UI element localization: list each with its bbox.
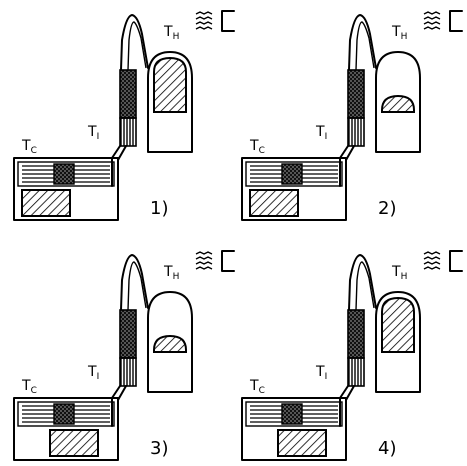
stage-panel-3: TH TI TC 3) — [13, 250, 235, 461]
label-t-hot: TH — [163, 264, 179, 282]
cold-regenerator-block — [53, 403, 75, 425]
heat-source-icon — [195, 10, 235, 32]
label-t-hot: TH — [391, 264, 407, 282]
label-t-inter: TI — [87, 364, 99, 382]
cold-heat-exchanger — [17, 161, 115, 187]
stage-label: 2) — [378, 198, 396, 219]
hot-cylinder — [147, 51, 193, 153]
hot-cylinder — [375, 291, 421, 393]
stage-panel-4: TH TI TC 4) — [241, 250, 463, 461]
hot-cylinder — [375, 51, 421, 153]
cold-chamber — [13, 397, 119, 461]
cold-piston — [277, 429, 327, 457]
regenerator-fins — [120, 118, 134, 146]
cold-heat-exchanger — [245, 401, 343, 427]
hot-piston — [381, 296, 415, 353]
cold-regenerator-block — [281, 403, 303, 425]
label-t-cold: TC — [249, 138, 265, 156]
stage-label: 1) — [150, 198, 168, 219]
label-t-cold: TC — [21, 378, 37, 396]
label-t-cold: TC — [249, 378, 265, 396]
connecting-pipe — [120, 14, 149, 71]
stage-label: 4) — [378, 438, 396, 459]
stage-label: 3) — [150, 438, 168, 459]
cold-piston — [249, 189, 299, 217]
heat-source-icon — [423, 250, 463, 272]
cold-piston — [21, 189, 71, 217]
cold-heat-exchanger — [245, 161, 343, 187]
label-t-cold: TC — [21, 138, 37, 156]
cold-chamber — [241, 397, 347, 461]
regenerator-fins — [348, 358, 362, 386]
hot-piston — [153, 334, 187, 353]
heat-source-icon — [423, 10, 463, 32]
connecting-pipe — [120, 254, 149, 311]
label-t-hot: TH — [163, 24, 179, 42]
heat-source-icon — [195, 250, 235, 272]
label-t-inter: TI — [315, 364, 327, 382]
cold-regenerator-block — [281, 163, 303, 185]
cold-piston — [49, 429, 99, 457]
regenerator-matrix — [347, 69, 365, 119]
label-t-inter: TI — [87, 124, 99, 142]
label-t-inter: TI — [315, 124, 327, 142]
connecting-pipe — [348, 254, 377, 311]
cold-regenerator-block — [53, 163, 75, 185]
cold-heat-exchanger — [17, 401, 115, 427]
regenerator-matrix — [119, 69, 137, 119]
hot-piston — [153, 56, 187, 113]
connecting-pipe — [348, 14, 377, 71]
regenerator-fins — [348, 118, 362, 146]
regenerator-matrix — [119, 309, 137, 359]
cold-chamber — [241, 157, 347, 221]
cold-chamber — [13, 157, 119, 221]
stage-panel-1: TH TI TC 1) — [13, 10, 235, 221]
regenerator-matrix — [347, 309, 365, 359]
hot-cylinder — [147, 291, 193, 393]
label-t-hot: TH — [391, 24, 407, 42]
stage-panel-2: TH TI TC 2) — [241, 10, 463, 221]
hot-piston — [381, 94, 415, 113]
regenerator-fins — [120, 358, 134, 386]
